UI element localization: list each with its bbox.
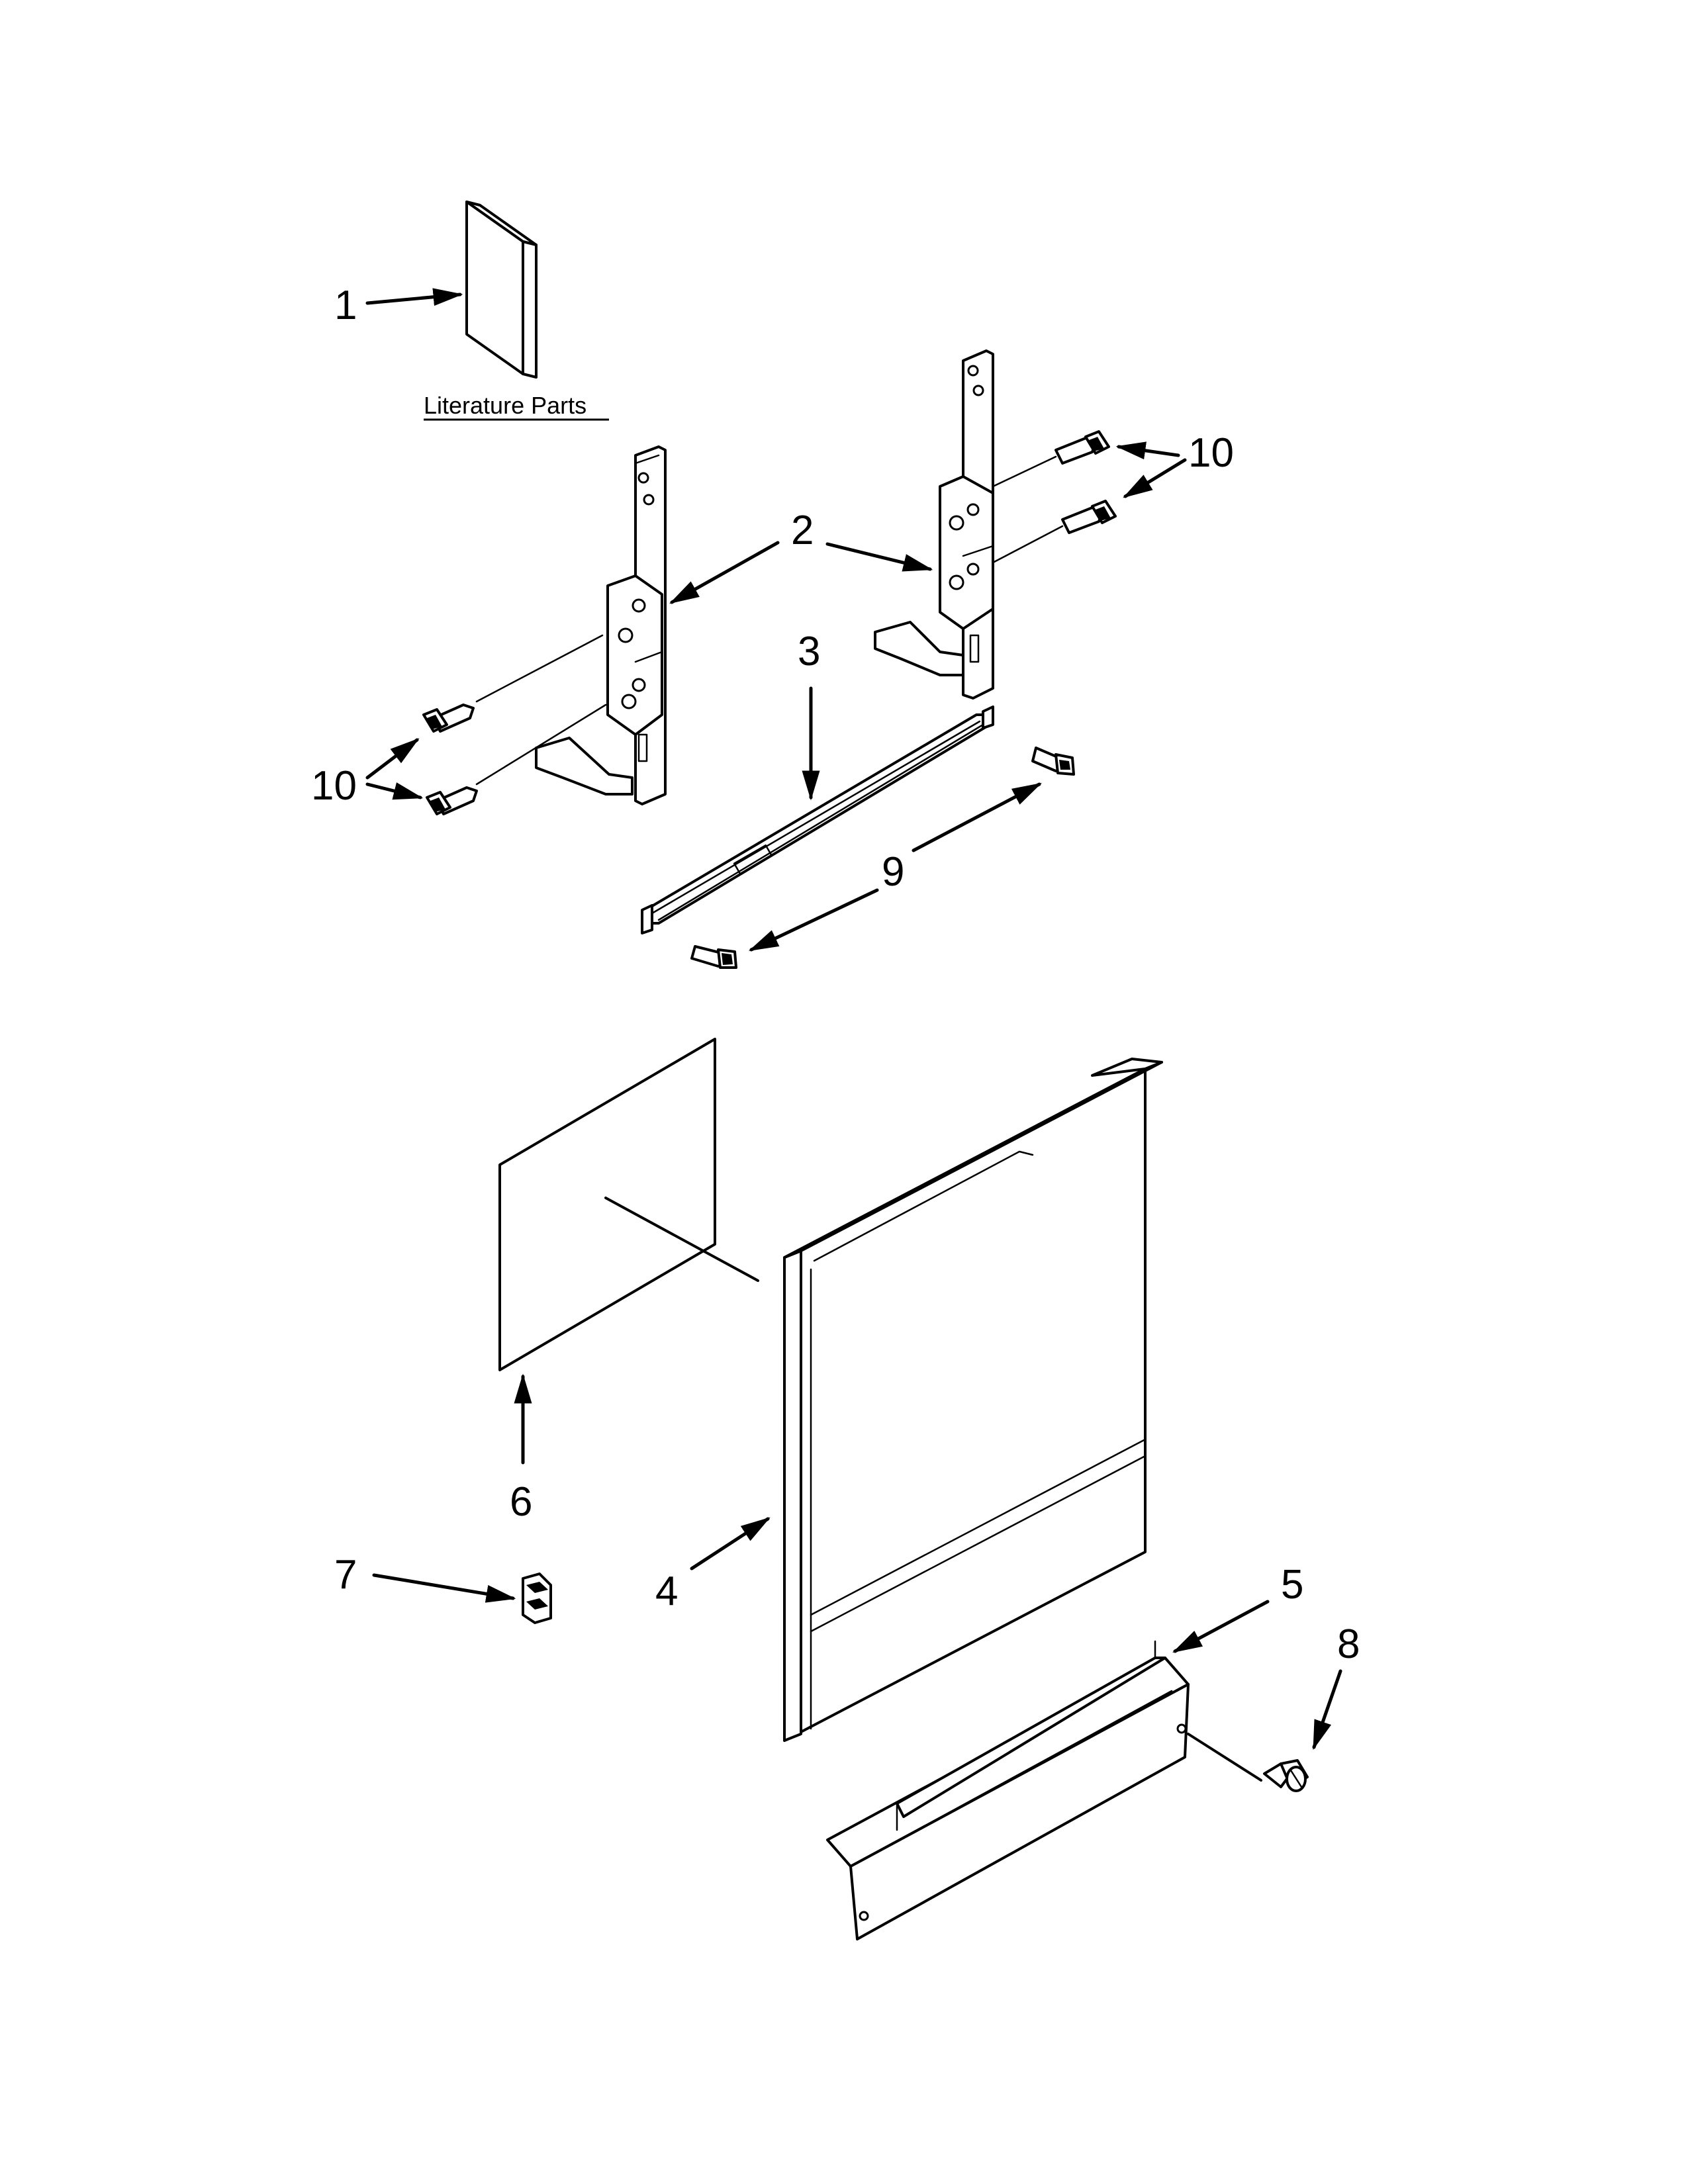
callout-8: 8: [1337, 1621, 1360, 1667]
rail-screw-left: [690, 945, 737, 969]
toe-panel-screw-line: [1187, 1733, 1262, 1782]
leader-9-right: [912, 782, 1042, 852]
callout-6: 6: [510, 1479, 532, 1525]
left-bracket-screw-line-lower: [475, 704, 607, 786]
leader-9-left: [748, 888, 879, 952]
right-bracket-screw-line-upper: [992, 455, 1057, 488]
callout-1: 1: [334, 283, 357, 328]
leader-10-right-upper: [1115, 441, 1180, 460]
leader-5: [1172, 1600, 1270, 1653]
leader-1: [365, 288, 463, 306]
literature-caption: Literature Parts: [424, 392, 586, 419]
screw-right-lower: [1061, 500, 1117, 534]
callout-2: 2: [791, 508, 814, 553]
right-mounting-bracket: [874, 349, 994, 700]
leader-7: [372, 1573, 516, 1603]
screw-left-lower: [426, 786, 478, 815]
callout-5: 5: [1281, 1562, 1303, 1608]
leader-10-left-lower: [365, 782, 424, 800]
rail-screw-right: [1031, 747, 1075, 776]
right-bracket-screw-line-lower: [992, 525, 1064, 564]
door-panel: [783, 1058, 1163, 1742]
literature-book: [465, 201, 538, 379]
toe-panel-screw: [1263, 1759, 1309, 1792]
leader-2-right: [825, 542, 933, 572]
panel-leader-guide: [604, 1197, 759, 1282]
leader-10-right-lower: [1123, 458, 1187, 498]
leader-10-left-upper: [365, 738, 420, 780]
left-bracket-screw-line-upper: [475, 634, 604, 703]
clip: [522, 1572, 552, 1624]
callout-7: 7: [334, 1552, 357, 1598]
callout-4: 4: [655, 1569, 678, 1614]
callout-9: 9: [882, 849, 904, 895]
callout-10-left: 10: [311, 763, 357, 809]
callout-10-right: 10: [1188, 430, 1234, 476]
leader-2-left: [669, 541, 780, 604]
support-rail: [641, 705, 994, 934]
leader-4: [690, 1517, 771, 1570]
panel-sheet: [498, 1038, 716, 1371]
screw-right-upper: [1055, 430, 1110, 465]
leader-8: [1312, 1669, 1342, 1751]
callout-3: 3: [798, 629, 820, 674]
toe-panel: [826, 1640, 1190, 1940]
left-mounting-bracket: [535, 445, 667, 805]
screw-left-upper: [422, 704, 475, 733]
